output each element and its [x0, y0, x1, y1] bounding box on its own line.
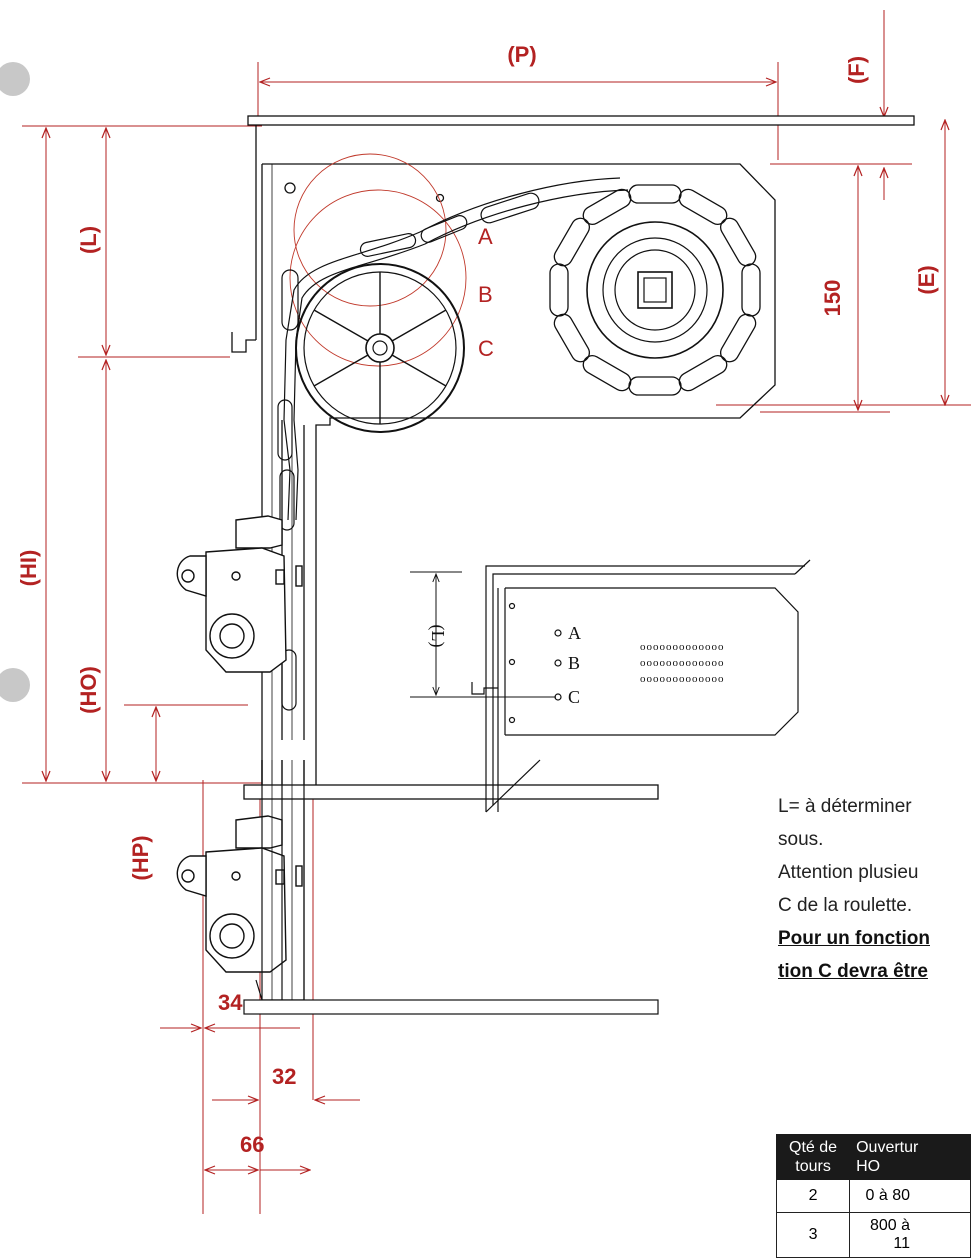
position-label-b: B [478, 282, 493, 307]
rails-lower [243, 760, 659, 1015]
chain-link [582, 354, 632, 392]
table-cell-turns: 2 [775, 1179, 851, 1213]
detail-label-b: B [568, 653, 580, 673]
drive-drum [549, 184, 761, 396]
margin-dot-middle [0, 668, 30, 702]
note-line-3: Attention plusieu [778, 862, 919, 883]
housing [231, 115, 915, 800]
chain-link [719, 313, 757, 363]
dim-label-34: 34 [218, 990, 243, 1015]
dim-label-hi: (HI) [16, 550, 41, 587]
detail-holes-row-1: ooooooooooooo [640, 641, 725, 653]
actuator-upper [176, 515, 303, 673]
table-header-opening-line-1: Ouvertur [856, 1139, 919, 1156]
detail-dimension [410, 571, 556, 698]
chain-link [678, 354, 728, 392]
chain-link [549, 263, 569, 317]
turns-table: Qté de tours Ouvertur HO 2 0 à 80 3 800 … [775, 1134, 971, 1258]
table-header-turns-line-1: Qté de [789, 1139, 838, 1156]
detail-label-c: C [568, 687, 580, 707]
detail-view [471, 559, 811, 813]
chain-link [628, 376, 682, 396]
chain-link [628, 184, 682, 204]
dim-label-150: 150 [820, 280, 845, 317]
note-bold-1: Pour un fonction [778, 928, 930, 949]
note-line-4: C de la roulette. [778, 895, 913, 916]
chain-link [553, 217, 591, 267]
chain-link [582, 188, 632, 226]
dimension-lines [22, 10, 971, 1214]
chain-link [553, 313, 591, 363]
dim-label-f: (F) [844, 56, 869, 84]
technical-drawing: (P) (F) (E) 150 (L) (HI) (HO) (HP) 34 32… [16, 10, 971, 1214]
dim-label-e: (E) [914, 265, 939, 294]
table-header-turns-line-2: tours [795, 1158, 831, 1175]
detail-label-l: (L) [427, 625, 448, 648]
pulley-wheel [295, 263, 465, 433]
table-row: 2 0 à 80 [775, 1179, 971, 1213]
table-cell-opening: 800 à 11 [849, 1212, 971, 1258]
dim-label-hp: (HP) [128, 835, 153, 880]
dim-label-p: (P) [507, 42, 536, 67]
installation-note: L= à déterminer sous. Attention plusieu … [778, 790, 971, 988]
note-line-1: L= à déterminer [778, 796, 912, 817]
table-header-opening: Ouvertur HO [849, 1134, 971, 1180]
chain-link [719, 217, 757, 267]
dim-label-32: 32 [272, 1064, 296, 1089]
table-cell-opening: 0 à 80 [849, 1179, 971, 1213]
table-header-turns: Qté de tours [775, 1134, 851, 1180]
dim-label-l: (L) [76, 226, 101, 254]
dim-label-ho: (HO) [76, 666, 101, 714]
margin-dot-top [0, 62, 30, 96]
detail-holes-row-2: ooooooooooooo [640, 657, 725, 669]
detail-holes-row-3: ooooooooooooo [640, 673, 725, 685]
chain [277, 177, 629, 711]
chain-link [678, 188, 728, 226]
actuator-lower [176, 815, 303, 973]
note-line-2: sous. [778, 829, 824, 850]
note-bold-2: tion C devra être [778, 961, 928, 982]
detail-label-a: A [568, 623, 581, 643]
table-row: 3 800 à 11 [775, 1212, 971, 1258]
table-header-opening-line-2: HO [856, 1158, 881, 1175]
position-label-a: A [478, 224, 493, 249]
chain-link [741, 263, 761, 317]
position-label-c: C [478, 336, 494, 361]
table-cell-turns: 3 [775, 1212, 851, 1258]
dim-label-66: 66 [240, 1132, 264, 1157]
